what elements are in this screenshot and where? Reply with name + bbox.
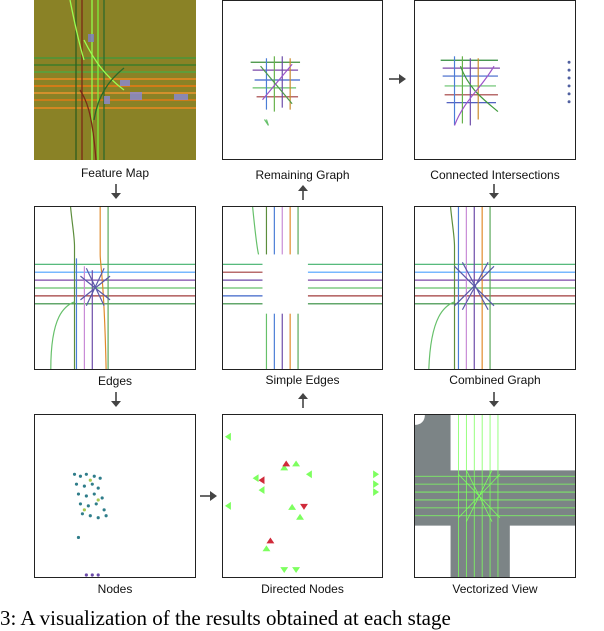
remaining-graph-panel [222,0,383,160]
remaining-graph-label: Remaining Graph [255,168,350,182]
simple-edges-label: Simple Edges [265,373,340,387]
edges-image [35,207,195,369]
edges-panel [34,206,196,370]
directed-nodes-image [224,432,380,574]
connected-intersections-label: Connected Intersections [430,168,560,182]
arrow-up-directed-to-simple [298,393,308,408]
combined-graph-panel [414,206,576,370]
remaining-graph-image [250,56,301,126]
nodes-label: Nodes [97,582,133,596]
vectorized-view-image [415,415,575,577]
vectorized-view-label: Vectorized View [452,582,538,596]
edges-label: Edges [97,374,133,388]
directed-nodes-panel [222,414,383,578]
simple-edges-image [223,207,382,369]
figure-caption: 3: A visualization of the results obtain… [0,606,451,630]
combined-graph-image [415,207,575,369]
arrow-down-edges-to-nodes [111,392,121,407]
combined-graph-label: Combined Graph [449,373,541,387]
vectorized-view-panel [414,414,576,578]
feature-map-label: Feature Map [80,166,150,180]
simple-edges-panel [222,206,383,370]
connected-intersections-panel [414,0,576,160]
directed-nodes-label: Directed Nodes [261,582,344,596]
arrow-right-nodes-to-directed [200,491,217,501]
connected-intersections-image [440,56,571,126]
nodes-image [72,472,108,577]
arrow-right-remaining-to-connected [389,74,406,84]
arrow-up-simple-to-remaining [298,185,308,200]
nodes-panel [34,414,196,578]
arrow-down-connected-to-combined [489,184,499,199]
feature-map-image [34,0,196,160]
arrow-down-combined-to-vectorized [489,392,499,407]
arrow-down-feature-to-edges [111,184,121,199]
feature-map-panel [34,0,196,160]
